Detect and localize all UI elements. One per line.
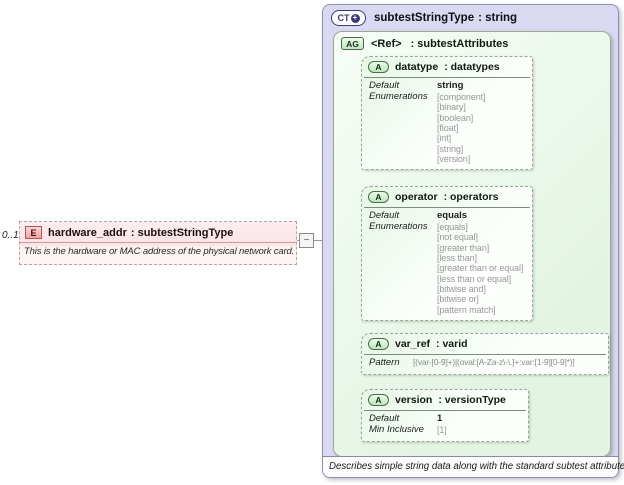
attribute-type: : varid bbox=[436, 338, 468, 350]
facet-value: [1] bbox=[437, 424, 447, 435]
attribute-header: A version : versionType bbox=[362, 390, 528, 410]
minus-icon: − bbox=[303, 234, 310, 246]
complex-type-name: subtestStringType bbox=[374, 12, 475, 24]
attribute-group-ag-icon: AG bbox=[341, 37, 364, 50]
facet-value: [component] [binary] [boolean] [float] [… bbox=[437, 91, 486, 164]
attribute-header: A operator : operators bbox=[362, 187, 532, 207]
facet-label: Default bbox=[369, 210, 400, 221]
attribute-facets: Default string Enumerations [component] … bbox=[364, 77, 530, 169]
attribute-header: A var_ref : varid bbox=[362, 334, 608, 354]
attribute-type: : datatypes bbox=[444, 61, 500, 73]
attribute-box-var-ref: A var_ref : varid Pattern [(var-[0-9]+)|(… bbox=[361, 333, 609, 375]
attribute-group-header: AG <Ref> : subtestAttributes bbox=[334, 32, 610, 55]
element-title: hardware_addr: subtestStringType bbox=[48, 227, 233, 239]
attribute-title: datatype : datatypes bbox=[395, 61, 500, 73]
attribute-group-ref: <Ref> bbox=[371, 37, 402, 50]
attribute-a-icon: A bbox=[368, 394, 389, 406]
attribute-name: datatype bbox=[395, 61, 439, 73]
facet-label: Pattern bbox=[369, 357, 400, 368]
facet-value: 1 bbox=[437, 413, 443, 424]
facet-label: Default bbox=[369, 80, 400, 91]
complex-type-ct-icon: CT+ bbox=[331, 10, 366, 26]
element-box-hardware-addr: E hardware_addr: subtestStringType This … bbox=[19, 221, 297, 265]
attribute-a-icon: A bbox=[368, 338, 389, 350]
attribute-a-icon: A bbox=[368, 61, 389, 73]
attribute-header: A datatype : datatypes bbox=[362, 57, 532, 77]
attribute-title: var_ref : varid bbox=[395, 338, 468, 350]
attribute-box-version: A version : versionType Default 1 Min Inc… bbox=[361, 389, 529, 442]
attribute-name: version bbox=[395, 394, 433, 406]
attribute-name: var_ref bbox=[395, 338, 431, 350]
facet-value: [equals] [not equal] [greater than] [les… bbox=[437, 221, 524, 315]
ct-badge-label: CT bbox=[337, 13, 350, 23]
attribute-title: operator : operators bbox=[395, 191, 498, 203]
attribute-type: : operators bbox=[443, 191, 499, 203]
facet-label: Enumerations bbox=[369, 90, 428, 102]
attribute-a-icon: A bbox=[368, 191, 389, 203]
attribute-box-operator: A operator : operators Default equals Enu… bbox=[361, 186, 533, 322]
facet-value: string bbox=[437, 80, 464, 91]
attribute-type: : versionType bbox=[438, 394, 506, 406]
complex-type-description: Describes simple string data along with … bbox=[323, 456, 624, 477]
attribute-group-title: <Ref> : subtestAttributes bbox=[371, 38, 508, 50]
attribute-group-box: AG <Ref> : subtestAttributes A datatype : … bbox=[333, 31, 611, 457]
cardinality-label: 0..1 bbox=[2, 230, 19, 241]
attribute-facets: Pattern [(var-[0-9]+)|(oval:[A-Za-z\-\.]… bbox=[364, 354, 606, 374]
plus-icon: + bbox=[350, 13, 360, 23]
complex-type-title: subtestStringType: string bbox=[374, 12, 517, 24]
facet-label: Enumerations bbox=[369, 220, 428, 232]
collapse-toggle[interactable]: − bbox=[299, 233, 314, 248]
element-description: This is the hardware or MAC address of t… bbox=[24, 246, 295, 257]
complex-type-base: : string bbox=[478, 12, 518, 24]
complex-type-box: CT+ subtestStringType: string AG <Ref> : … bbox=[322, 4, 624, 478]
attribute-name: operator bbox=[395, 191, 438, 203]
facet-value: [(var-[0-9]+)|(oval:[A-Za-z\-\.]+:var:[1… bbox=[413, 357, 575, 367]
element-type: : subtestStringType bbox=[130, 226, 234, 239]
facet-label: Min Inclusive bbox=[369, 423, 424, 435]
attribute-facets: Default equals Enumerations [equals] [no… bbox=[364, 207, 530, 320]
attribute-title: version : versionType bbox=[395, 394, 506, 406]
facet-label: Default bbox=[369, 413, 400, 424]
complex-type-header: CT+ subtestStringType: string bbox=[323, 5, 618, 31]
attribute-box-datatype: A datatype : datatypes Default string Enu… bbox=[361, 56, 533, 171]
facet-value: equals bbox=[437, 210, 468, 221]
attribute-group-type: : subtestAttributes bbox=[410, 37, 509, 50]
element-name: hardware_addr bbox=[48, 226, 127, 239]
attribute-facets: Default 1 Min Inclusive [1] bbox=[364, 410, 526, 441]
element-header: E hardware_addr: subtestStringType bbox=[20, 222, 296, 243]
element-e-icon: E bbox=[25, 226, 42, 239]
